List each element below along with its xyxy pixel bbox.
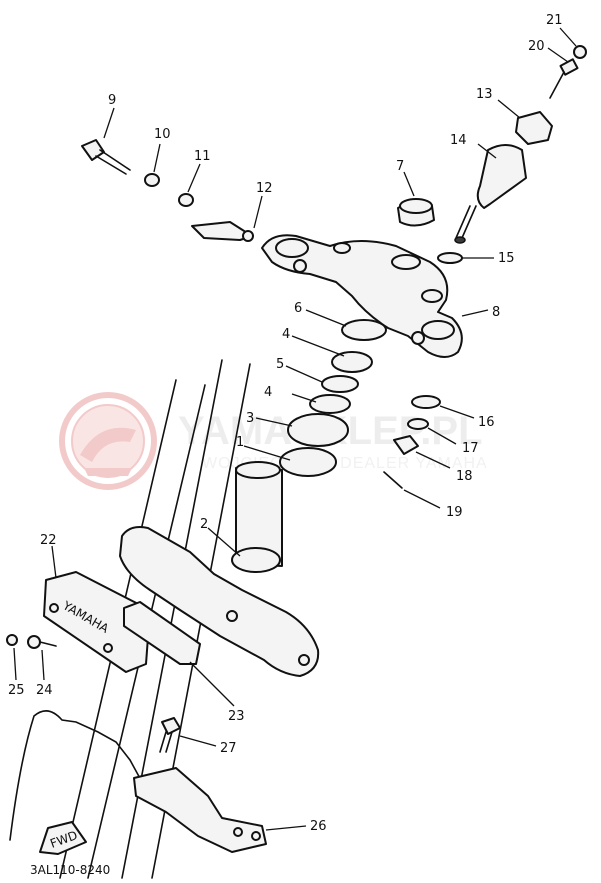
part-label-22: 22 <box>40 533 57 548</box>
part-label-1: 1 <box>236 435 244 450</box>
part-label-4b: 4 <box>264 385 272 400</box>
forward-arrow-icon: FWD <box>39 821 87 855</box>
steering-stack <box>279 319 387 477</box>
cover-bracket <box>123 601 201 665</box>
part-label-4a: 4 <box>282 327 290 342</box>
part-label-19: 19 <box>446 505 463 520</box>
lower-fork-outline <box>9 710 143 841</box>
part-label-5: 5 <box>276 357 284 372</box>
top-nut-cap <box>397 198 435 227</box>
part-label-15: 15 <box>498 251 515 266</box>
diagram-code: 3AL110-8240 <box>30 863 110 877</box>
part-label-13: 13 <box>476 87 493 102</box>
part-label-9: 9 <box>108 93 116 108</box>
part-label-16: 16 <box>478 415 495 430</box>
screw-and-nut <box>6 634 57 649</box>
part-label-24: 24 <box>36 683 53 698</box>
small-fasteners <box>383 252 463 489</box>
part-label-14: 14 <box>450 133 467 148</box>
part-label-8: 8 <box>492 305 500 320</box>
watermark-logo-icon <box>59 392 157 490</box>
part-label-26: 26 <box>310 819 327 834</box>
part-labels: 1 2 3 4 4 5 6 7 8 9 10 11 12 13 14 15 16… <box>8 13 563 834</box>
lower-bracket <box>133 717 267 853</box>
part-label-11: 11 <box>194 149 211 164</box>
part-label-23: 23 <box>228 709 245 724</box>
part-label-18: 18 <box>456 469 473 484</box>
upper-bracket <box>261 234 463 358</box>
part-label-6: 6 <box>294 301 302 316</box>
part-label-17: 17 <box>462 441 479 456</box>
part-label-27: 27 <box>220 741 237 756</box>
leader-lines <box>13 27 577 831</box>
part-label-2: 2 <box>200 517 208 532</box>
part-label-21: 21 <box>546 13 563 28</box>
under-bracket <box>119 461 320 677</box>
part-label-10: 10 <box>154 127 171 142</box>
side-bolt-set <box>81 139 254 242</box>
part-label-12: 12 <box>256 181 273 196</box>
part-label-3: 3 <box>246 411 254 426</box>
part-label-25: 25 <box>8 683 25 698</box>
top-bolt <box>549 45 587 99</box>
part-label-20: 20 <box>528 39 545 54</box>
part-label-7: 7 <box>396 159 404 174</box>
handlebar-holder <box>454 111 553 244</box>
emblem-plate: YAMAHA <box>43 571 151 673</box>
